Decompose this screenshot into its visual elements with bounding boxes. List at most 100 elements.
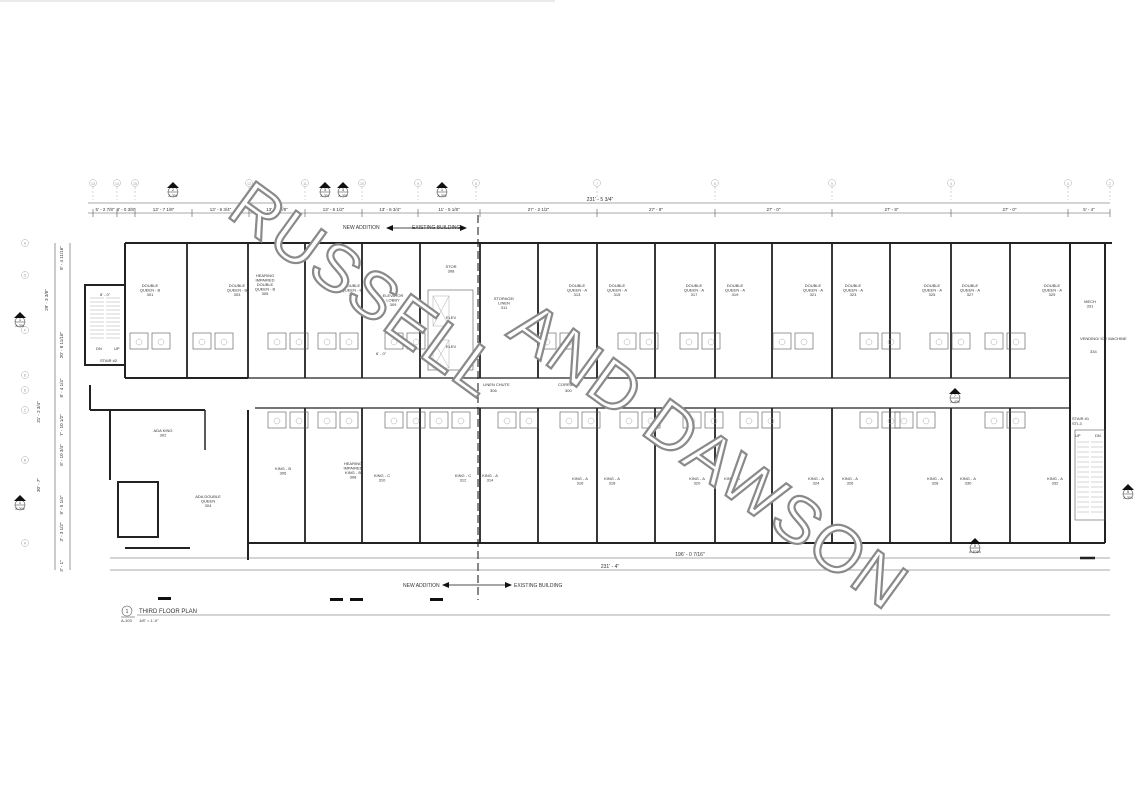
bathroom-fixtures [129,332,1026,429]
grid-bubble [21,406,29,414]
grid-bubble-label: 10 [360,182,364,186]
watermark: RUSSELL AND DAWSON [216,165,924,625]
title-number: 1 [126,609,129,615]
top-dim-label: 27' - 2 1/2" [528,207,550,212]
top-dim-label: 11' - 5 1/8" [438,207,460,212]
grid-bubble [89,179,97,187]
new-addition-label-top: NEW ADDITION [343,225,380,231]
grid-bubble-label: D [24,389,27,393]
top-dim-label: 27' - 8" [649,207,663,212]
section-marker-number: 3 [342,187,345,192]
section-marker: 3A-302 [337,182,349,198]
grid-bubble-label: 8 [475,182,477,186]
section-marker-sheet: A-302 [15,507,24,511]
stair-2-enclosure [84,284,126,366]
top-dim-label: 13' - 6 7/8" [266,207,288,212]
grid-bubble [21,239,29,247]
vending-number: 334 [1090,349,1097,354]
total-width-dim: 231' - 5 3/4" [587,197,614,203]
room-demising-walls [186,243,1011,543]
section-marker-sheet: A-301 [320,194,329,198]
left-dim-label: 3' - 1" [59,560,64,572]
left-dim-label: 8' - 4 1/4" [59,378,64,397]
grid-bubble [593,179,601,187]
grid-bubble [358,179,366,187]
existing-width-dim: 196' - 0 7/16" [675,552,705,558]
section-marker: 3A-301 [319,182,331,198]
grid-bubble [828,179,836,187]
section-marker-number: 5 [1127,489,1130,494]
grid-bubble-label: 5 [831,182,833,186]
section-marker-number: 3 [324,187,327,192]
grid-bubble [131,179,139,187]
section-marker-number: 1 [19,317,22,322]
grid-bubble-label: 6 [714,182,716,186]
top-dim-label: 5' - 2 7/8" [96,207,115,212]
grid-bubble [21,371,29,379]
grid-bubble-label: 7 [596,182,598,186]
left-dimension-lines: 8' - 4 11/16" 29' - 3 3/8" 20' - 8 11/16" 8… [36,243,71,572]
stair-treads [90,297,1103,513]
title-sheet: A-103 [121,618,132,623]
vending-label: VENDING/ ICE MACHINE [1080,336,1127,341]
grid-bubble-label: 15 [133,182,137,186]
grid-bubble [1064,179,1072,187]
section-marker-number: 5 [974,543,977,548]
section-marker-sheet: A-401A [969,550,981,554]
grid-bubble [21,271,29,279]
grid-bubble-label: G [24,274,27,278]
grid-bubble [21,539,29,547]
grid-bubble-label: 4 [950,182,952,186]
elevator-1-shaft [432,295,450,327]
grid-bubble-label: E [24,374,27,378]
left-dim-label: 29' - 3 3/8" [44,289,49,311]
grid-bubble-label: A [24,542,27,546]
watermark-and-dawson: AND DAWSON [497,286,923,623]
grid-bubble [21,456,29,464]
top-dim-label: 13' - 7 1/8" [153,207,175,212]
stair-1-up: UP [1075,433,1081,438]
grid-bubble-label: F [24,329,26,333]
ada-bath-enclosure [117,481,159,538]
grid-bubble [947,179,955,187]
bottom-dimension-lines: 196' - 0 7/16" 231' - 4" [110,552,1110,601]
elevator-core: ELEV ELEV [427,289,474,371]
left-dim-label: 8' - 4 11/16" [59,246,64,270]
top-dim-label: 5' - 4" [1083,207,1095,212]
bottom-width-dim: 231' - 4" [601,564,620,570]
grid-bubble-label: H [24,242,27,246]
elevator-1-label: ELEV [446,315,457,320]
stair-2-label: STAIR #2 [100,358,118,363]
linen-chute-label: LINEN CHUTE [483,382,510,387]
grid-bubble-label: 14 [115,182,119,186]
section-marker-sheet: A-301 [15,324,24,328]
left-dim-label: 31' - 2 3/4" [36,401,41,423]
section-marker-sheet: A-302 [437,194,446,198]
grid-bubble [1106,179,1114,187]
grid-bubble [21,386,29,394]
left-dim-label: 20' - 8 11/16" [59,332,64,359]
elevator-2-label: ELEV [446,344,457,349]
grid-bubble-label: 9 [417,182,419,186]
section-marker: 2A-302 [167,182,179,198]
